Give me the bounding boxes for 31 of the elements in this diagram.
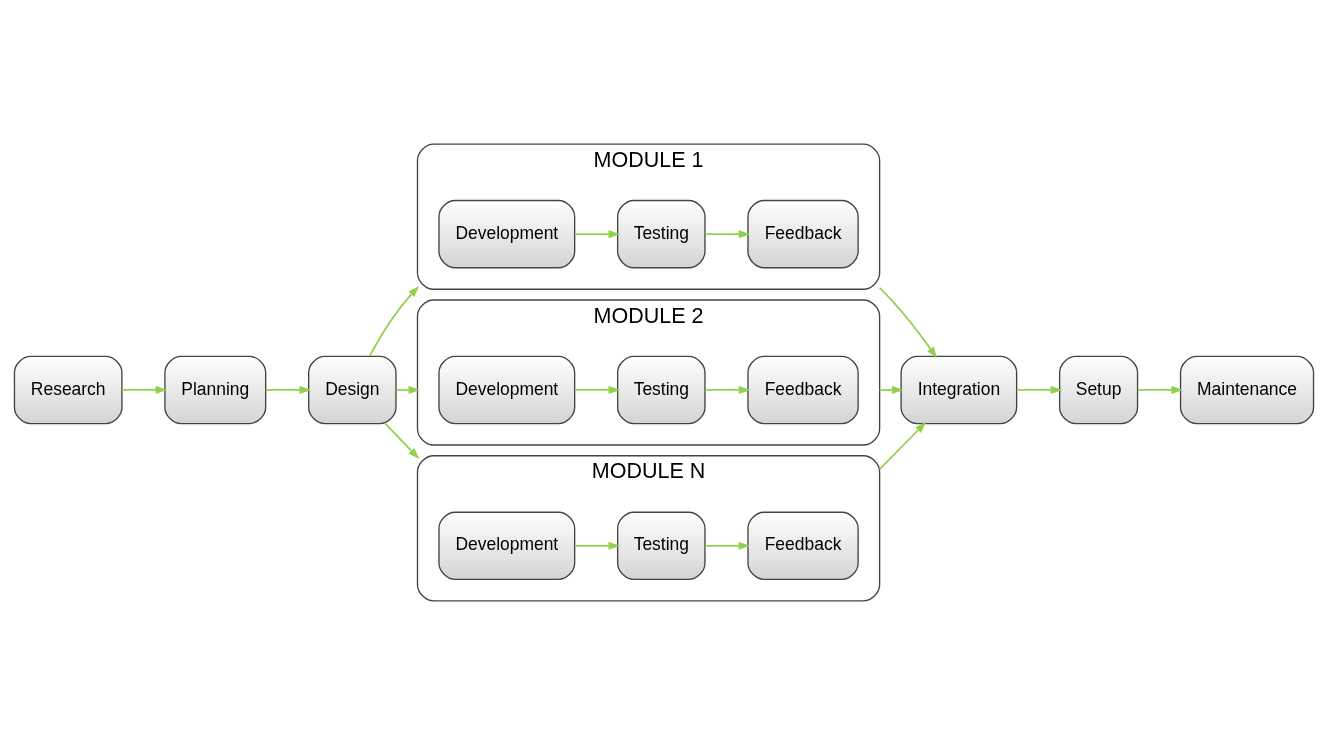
- node-box: Maintenance: [1179, 355, 1315, 424]
- node-box: Integration: [900, 355, 1018, 424]
- node-box: Testing: [617, 199, 706, 268]
- node-box: Research: [13, 355, 123, 424]
- arrow: [704, 541, 751, 550]
- arrow: [878, 286, 938, 358]
- arrow: [878, 421, 927, 470]
- node-box: Testing: [617, 511, 706, 580]
- arrow: [395, 385, 421, 394]
- node-box: Development: [438, 355, 576, 424]
- node-box: Testing: [617, 355, 706, 424]
- node-box: Setup: [1058, 355, 1139, 424]
- arrow: [878, 385, 904, 394]
- node-box: Feedback: [747, 199, 859, 268]
- arrow: [1015, 385, 1063, 394]
- node-box: Planning: [164, 355, 267, 424]
- arrow: [573, 229, 621, 238]
- node-box: Development: [438, 511, 576, 580]
- arrow: [573, 541, 621, 550]
- node-box: Feedback: [747, 511, 859, 580]
- arrow: [384, 422, 420, 459]
- arrow: [573, 385, 621, 394]
- arrow: [368, 285, 420, 357]
- arrow: [265, 385, 311, 394]
- arrow: [1136, 385, 1183, 394]
- node-box: Design: [308, 355, 397, 424]
- arrow: [121, 385, 168, 394]
- node-box: Development: [438, 199, 576, 268]
- arrow: [704, 229, 751, 238]
- node-box: Feedback: [747, 355, 859, 424]
- arrow: [704, 385, 751, 394]
